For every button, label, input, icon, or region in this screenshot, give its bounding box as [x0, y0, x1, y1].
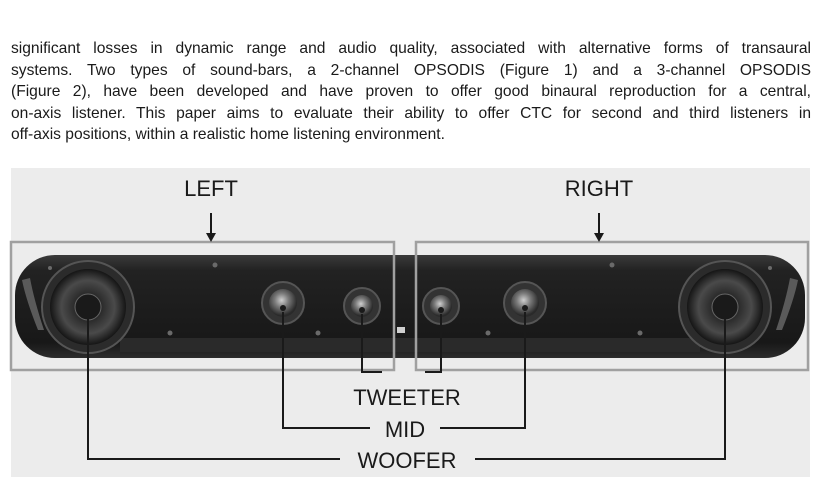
label-mid: MID [385, 417, 425, 442]
soundbar-screws [48, 262, 772, 336]
right-port [776, 278, 798, 330]
right-woofer [678, 260, 772, 354]
label-woofer: WOOFER [358, 448, 457, 473]
left-port [22, 278, 44, 330]
paragraph-line-5: off-axis positions, within a realistic h… [11, 126, 445, 144]
soundbar-body [15, 255, 805, 358]
left-woofer [41, 260, 135, 354]
paragraph-line-4: on-axis listener. This paper aims to eva… [11, 104, 811, 122]
paragraph-line-2: systems. Two types of sound-bars, a 2-ch… [11, 61, 811, 79]
label-left: LEFT [184, 176, 238, 201]
right-tweeter [422, 287, 460, 325]
paragraph-line-3: (Figure 2), have been developed and have… [11, 83, 811, 101]
left-mid-driver [261, 281, 305, 325]
right-arrow [594, 213, 604, 242]
right-channel-box [414, 240, 810, 372]
leader-lines [87, 312, 726, 460]
center-connector [397, 327, 405, 333]
driver-dots [85, 305, 728, 314]
body-paragraph: significant losses in dynamic range and … [11, 38, 811, 146]
left-channel-box [9, 240, 396, 372]
left-tweeter [343, 287, 381, 325]
soundbar-bottom-strip [120, 338, 700, 352]
left-arrow [206, 213, 216, 242]
label-tweeter: TWEETER [353, 385, 461, 410]
label-right: RIGHT [565, 176, 633, 201]
paragraph-line-1: significant losses in dynamic range and … [11, 40, 811, 57]
